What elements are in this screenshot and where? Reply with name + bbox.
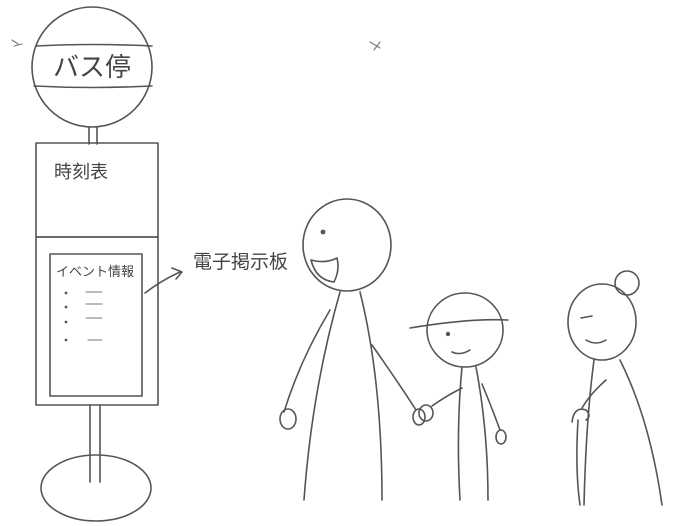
adult-eye [320, 229, 326, 235]
annotation-arrow [144, 267, 183, 294]
event-info-label: イベント情報 [56, 265, 134, 280]
adult-arm-right [371, 344, 417, 411]
elder-cane [571, 408, 590, 506]
elder-mouth [585, 339, 607, 344]
adult-mouth [310, 257, 339, 283]
annotation-label: 電子掲示板 [193, 251, 288, 273]
elder-arm [581, 379, 607, 409]
child-cap-brim [409, 318, 509, 329]
bus-stop: バス停 時刻表 イベント情報 [31, 6, 159, 522]
child-figure [409, 292, 509, 501]
board-lower-panel [35, 236, 159, 406]
child-head [426, 292, 504, 368]
list-bullet [64, 338, 68, 342]
elder-hair-bun [614, 270, 640, 296]
list-bullet [64, 305, 68, 309]
elder-body [583, 359, 663, 506]
bus-stop-sign-disc [31, 6, 153, 128]
adult-body [303, 291, 383, 501]
elder-head [567, 283, 637, 361]
digital-signboard [49, 253, 143, 397]
pole-top [88, 126, 98, 145]
adult-figure [279, 198, 426, 501]
child-eye [445, 331, 451, 337]
elder-figure [567, 270, 663, 506]
child-arm-left [431, 387, 463, 407]
smudge-mark [369, 41, 381, 51]
child-body [457, 366, 489, 501]
smudge-mark [11, 39, 23, 47]
list-bullet [64, 291, 68, 295]
child-hand-left [418, 404, 434, 422]
event-list [64, 291, 103, 342]
timetable-panel [35, 142, 159, 238]
elder-eye [580, 315, 593, 319]
child-arm-right [481, 383, 501, 431]
timetable-label: 時刻表 [54, 162, 108, 183]
annotation: 電子掲示板 [144, 251, 288, 294]
pole-base [40, 454, 152, 522]
bus-stop-label: バス停 [53, 53, 131, 83]
adult-hand-right [412, 408, 426, 426]
bus-stop-sign-band [33, 43, 153, 89]
child-mouth [451, 349, 471, 355]
pole [89, 404, 101, 483]
child-hand-right [495, 429, 507, 445]
adult-head [302, 198, 392, 292]
adult-arm-left [283, 309, 331, 413]
list-bullet [64, 320, 68, 324]
adult-hand-left [279, 408, 297, 430]
